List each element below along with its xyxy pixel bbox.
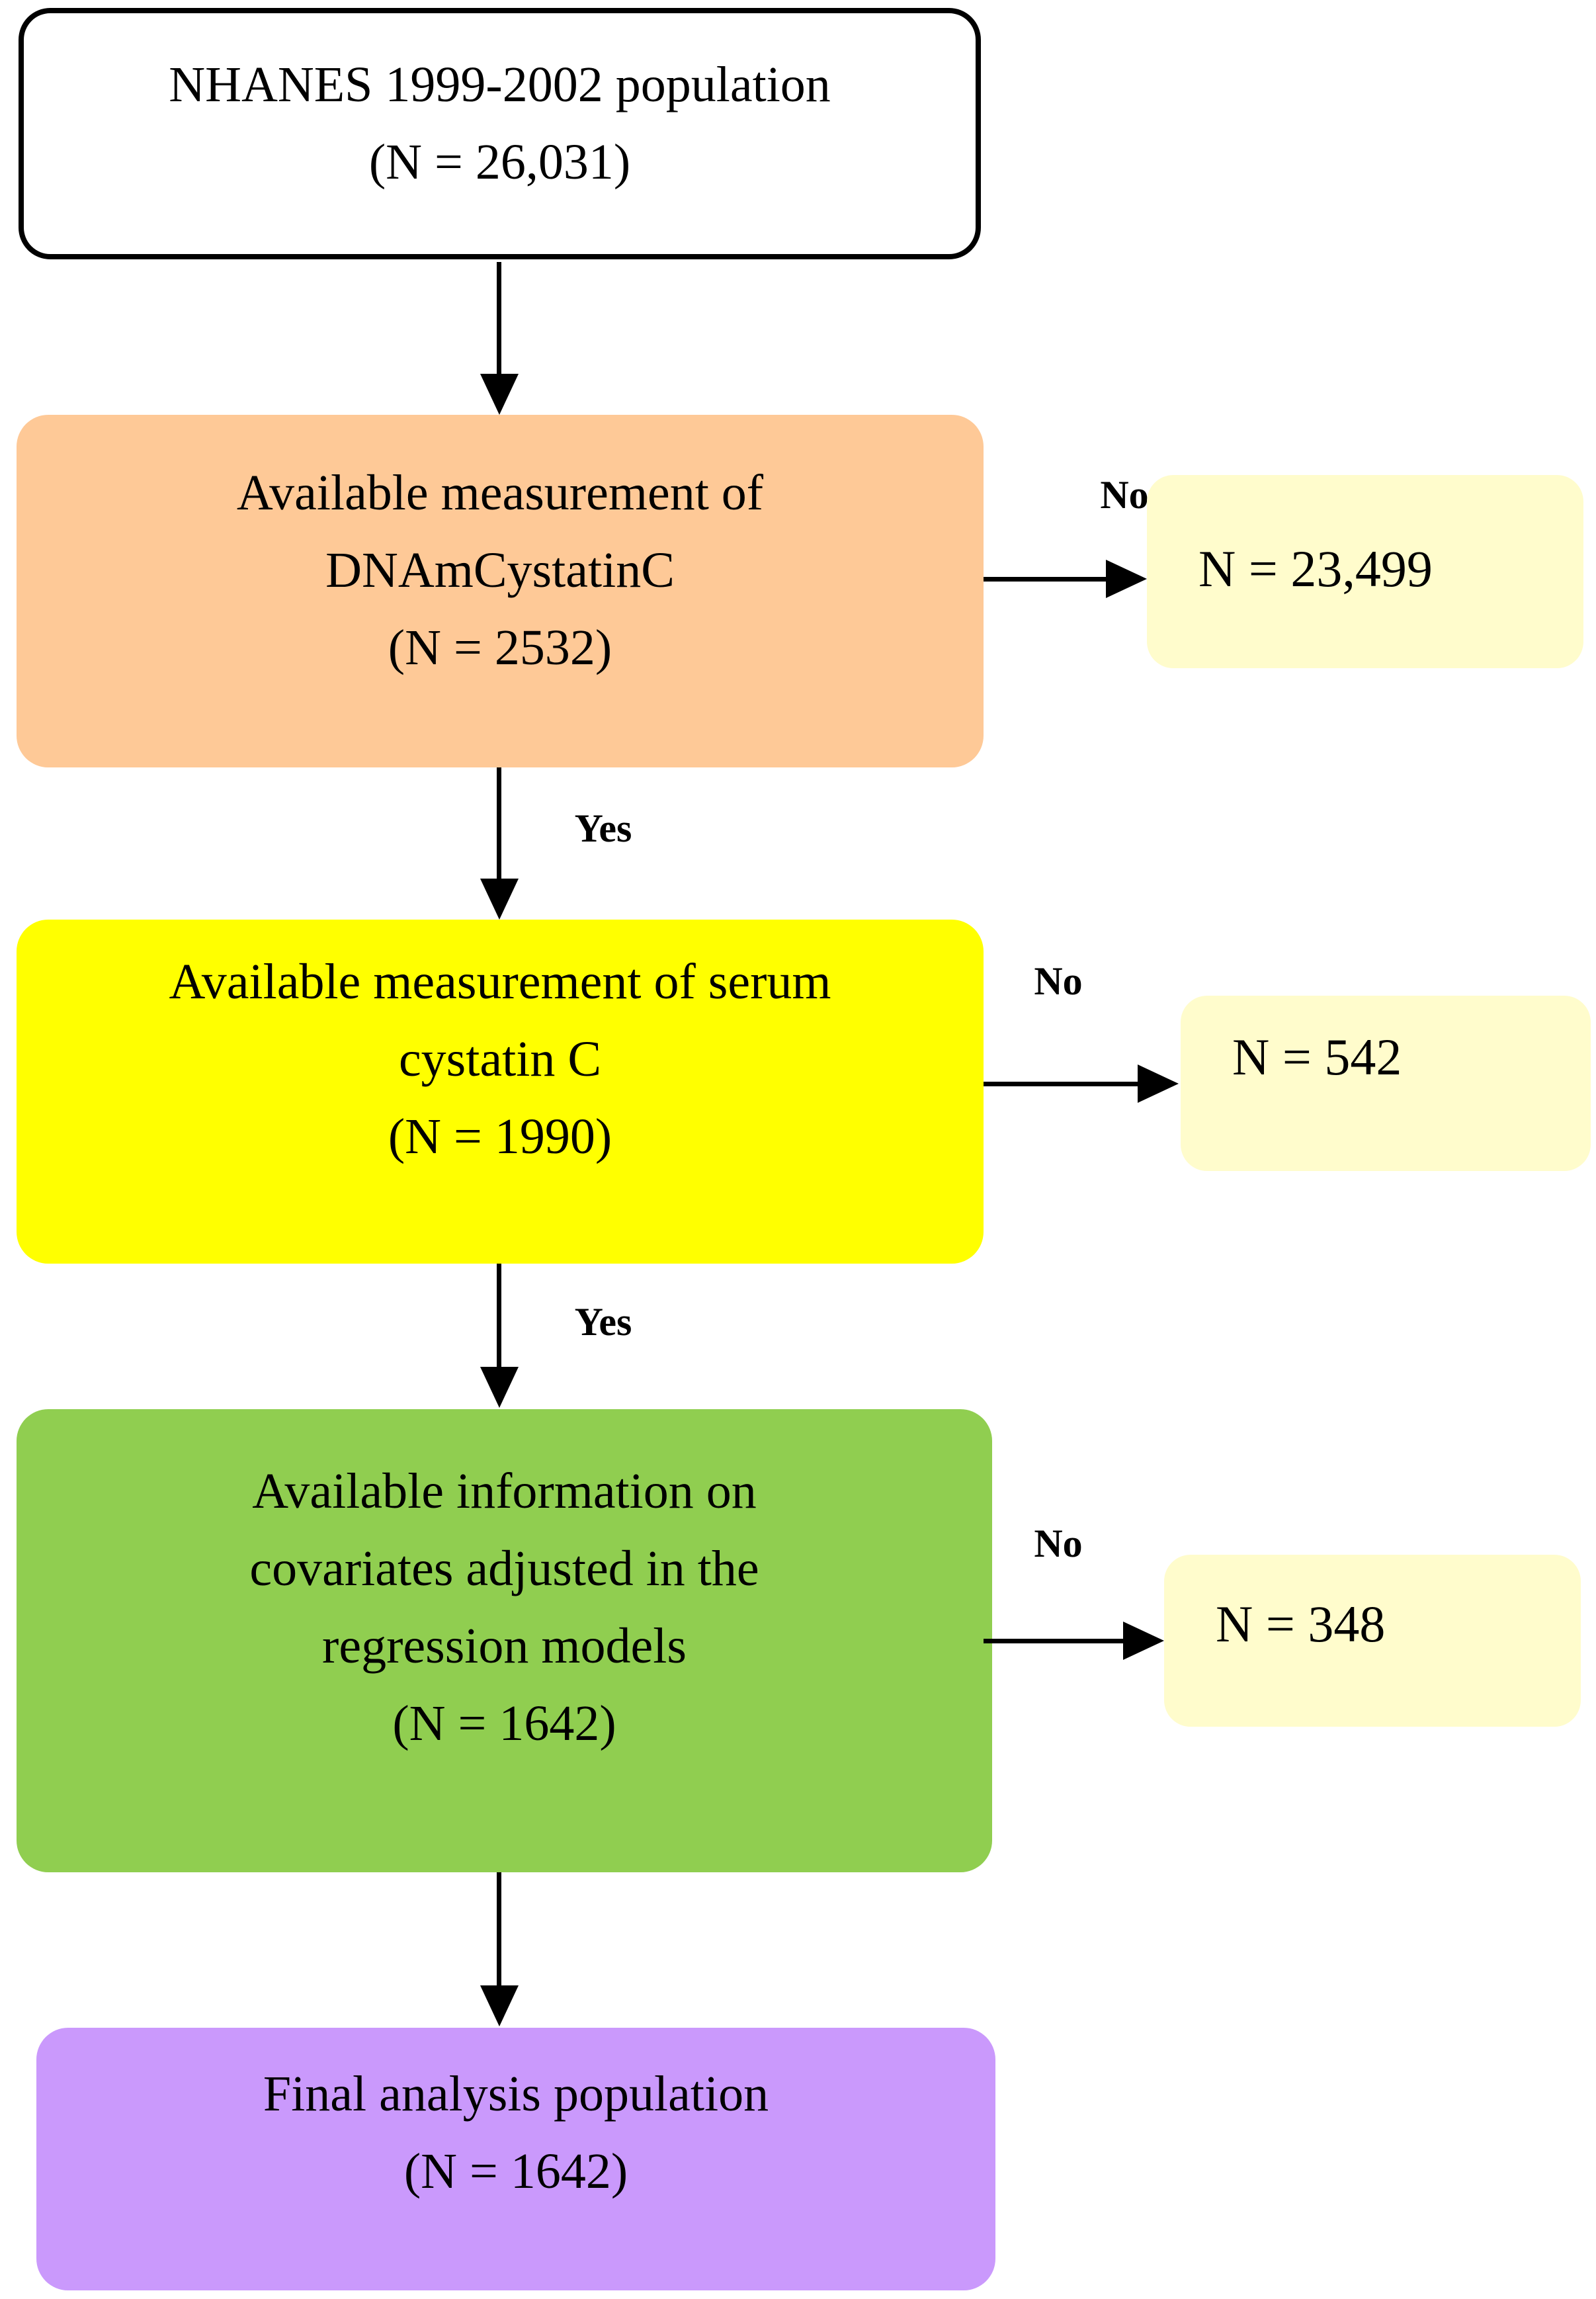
flow-box-dnam-cystatin-c: Available measurement of DNAmCystatinC (… (17, 415, 984, 767)
exclusion-box-1: N = 23,499 (1147, 475, 1583, 668)
arrow-down-3-line (497, 1264, 501, 1368)
exclusion-box-3: N = 348 (1164, 1555, 1581, 1727)
arrow-no-2-head (1138, 1064, 1179, 1103)
flow-box-covariates: Available information on covariates adju… (17, 1409, 992, 1872)
arrow-down-4-line (497, 1872, 501, 1986)
arrow-down-1-line (497, 262, 501, 377)
arrow-no-3-head (1123, 1622, 1164, 1660)
arrow-down-4-head (480, 1985, 519, 2026)
arrow-down-2-line (497, 767, 501, 880)
edge-label-no-2: No (1034, 959, 1083, 1003)
flow-box-population: NHANES 1999-2002 population (N = 26,031) (19, 8, 981, 259)
arrow-no-3-line (984, 1639, 1125, 1643)
edge-label-yes-2: Yes (574, 1300, 632, 1344)
arrow-no-2-line (984, 1082, 1140, 1086)
arrow-down-3-head (480, 1367, 519, 1408)
exclusion-box-2: N = 542 (1181, 996, 1591, 1171)
arrow-down-2-head (480, 879, 519, 920)
flow-box-final-population: Final analysis population (N = 1642) (36, 2028, 995, 2290)
edge-label-no-3: No (1034, 1522, 1083, 1565)
arrow-no-1-line (984, 577, 1108, 582)
arrow-down-1-head (480, 374, 519, 415)
arrow-no-1-head (1106, 560, 1147, 598)
flow-box-serum-cystatin-c: Available measurement of serum cystatin … (17, 920, 984, 1264)
edge-label-yes-1: Yes (574, 806, 632, 850)
edge-label-no-1: No (1100, 473, 1149, 517)
